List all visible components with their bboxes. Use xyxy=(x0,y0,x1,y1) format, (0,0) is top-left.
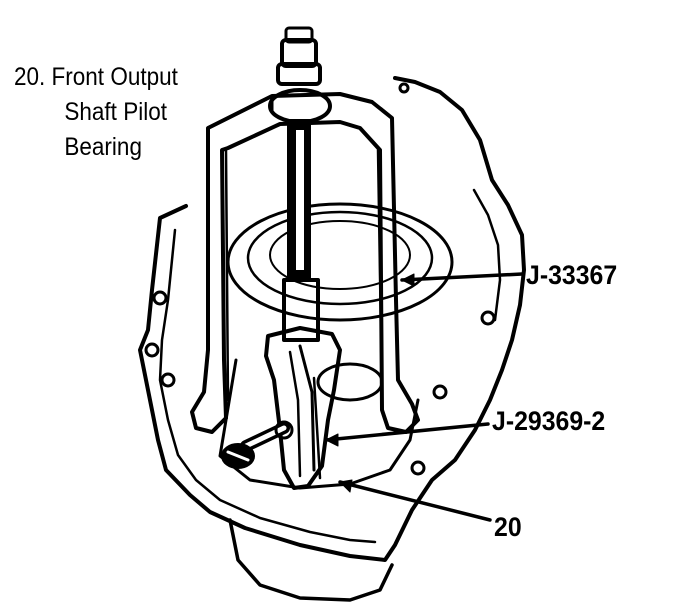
retaining-bolt xyxy=(221,420,294,469)
caption-line-2: Shaft Pilot xyxy=(64,98,167,126)
forcing-screw xyxy=(268,26,332,342)
adapter-tool xyxy=(264,326,342,490)
callout-leaders xyxy=(324,272,524,522)
callout-puller-label: J-33367 xyxy=(526,260,618,290)
callout-adapter-label: J-29369-2 xyxy=(492,406,606,436)
case-housing xyxy=(138,76,526,602)
callout-part-number: 20 xyxy=(494,512,522,542)
caption-number: 20. xyxy=(14,63,46,91)
part-caption: 20. Front Output Shaft Pilot Bearing xyxy=(14,60,178,165)
caption-text-1: Front Output xyxy=(51,63,178,91)
caption-line-1: 20. Front Output xyxy=(14,60,178,95)
caption-line-3: Bearing xyxy=(64,133,142,161)
